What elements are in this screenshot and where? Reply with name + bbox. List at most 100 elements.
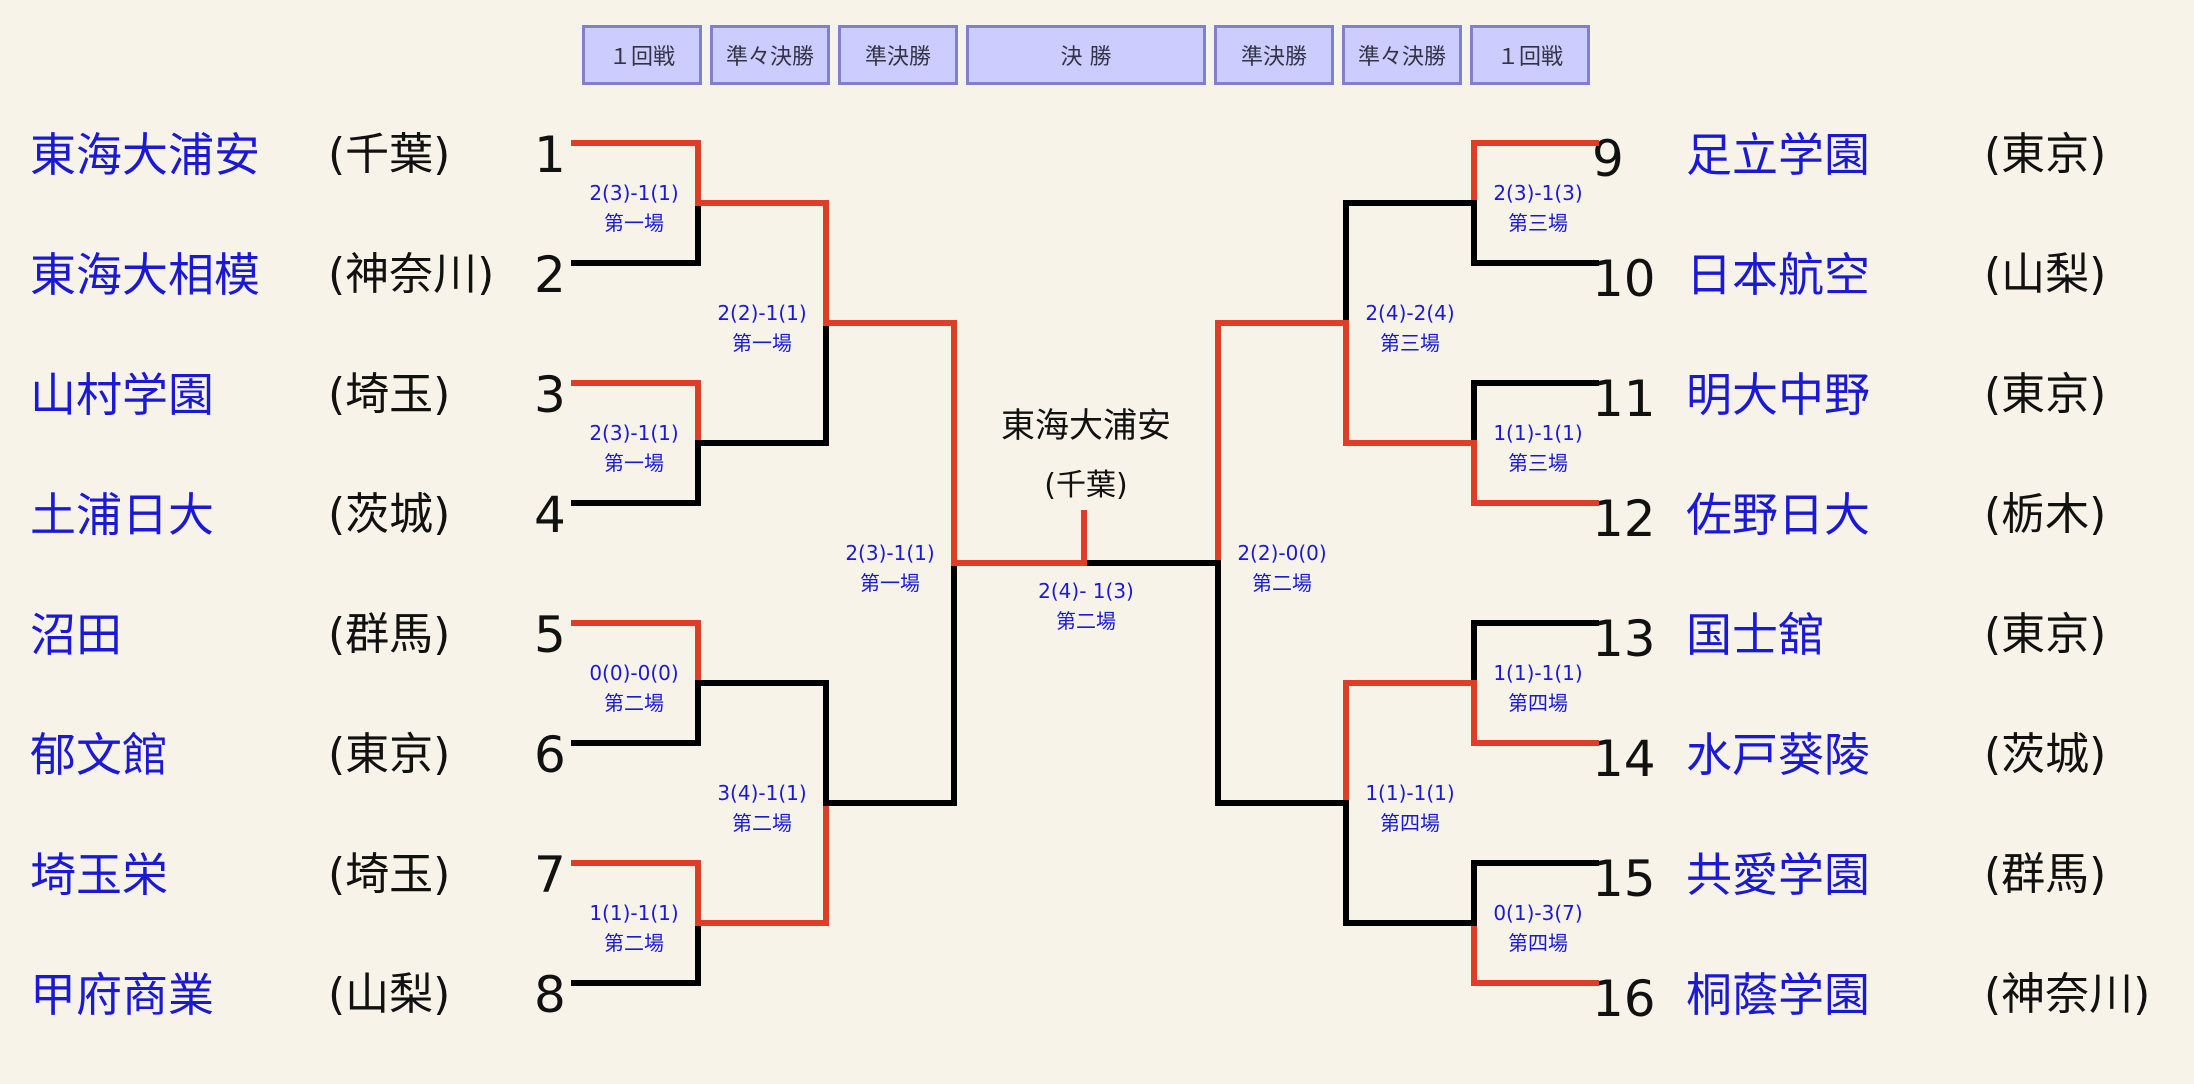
score-value: 2(2)-0(0): [1237, 541, 1327, 565]
team-name-1[interactable]: 東海大浦安: [30, 128, 260, 182]
score-value: 1(1)-1(1): [1493, 421, 1583, 445]
score-venue: 第四場: [1508, 931, 1568, 955]
seed-6: 6: [534, 726, 566, 784]
team-name-10[interactable]: 日本航空: [1686, 248, 1870, 302]
seed-3: 3: [534, 366, 566, 424]
score-value: 1(1)-1(1): [589, 901, 679, 925]
score-venue: 第二場: [604, 691, 664, 715]
score-right-r1-m1: 2(3)-1(3) 第三場: [1468, 178, 1608, 238]
seed-8: 8: [534, 966, 566, 1024]
score-venue: 第四場: [1380, 811, 1440, 835]
score-value: 2(4)-2(4): [1365, 301, 1455, 325]
team-name-15[interactable]: 共愛学園: [1686, 848, 1870, 902]
team-pref-15: (群馬): [1984, 849, 2107, 900]
seed-10: 10: [1592, 250, 1656, 308]
seed-13: 13: [1592, 610, 1656, 668]
seed-4: 4: [534, 486, 566, 544]
score-right-r1-m4: 0(1)-3(7) 第四場: [1468, 898, 1608, 958]
score-left-r1-m4: 1(1)-1(1) 第二場: [564, 898, 704, 958]
score-right-r1-m3: 1(1)-1(1) 第四場: [1468, 658, 1608, 718]
score-value: 2(4)- 1(3): [1038, 579, 1134, 603]
score-value: 2(3)-1(1): [589, 421, 679, 445]
team-pref-10: (山梨): [1984, 249, 2107, 300]
round-header-qf-right[interactable]: 準々決勝: [1342, 25, 1462, 85]
seed-14: 14: [1592, 730, 1656, 788]
score-left-r3-m1: 2(3)-1(1) 第一場: [820, 538, 960, 598]
score-venue: 第二場: [1252, 571, 1312, 595]
team-pref-6: (東京): [328, 729, 451, 780]
team-name-3[interactable]: 山村学園: [30, 368, 214, 422]
team-name-9[interactable]: 足立学園: [1686, 128, 1870, 182]
round-header-qf-left[interactable]: 準々決勝: [710, 25, 830, 85]
round-header-1st-right[interactable]: １回戦: [1470, 25, 1590, 85]
score-venue: 第二場: [732, 811, 792, 835]
round-header-sf-left[interactable]: 準決勝: [838, 25, 958, 85]
score-value: 2(3)-1(1): [845, 541, 935, 565]
score-right-r3-m1: 2(2)-0(0) 第二場: [1212, 538, 1352, 598]
team-pref-3: (埼玉): [328, 369, 451, 420]
champion-pref: (千葉): [1044, 468, 1128, 503]
seed-11: 11: [1592, 370, 1656, 428]
team-name-16[interactable]: 桐蔭学園: [1686, 968, 1870, 1022]
round-header-sf-right[interactable]: 準決勝: [1214, 25, 1334, 85]
team-name-14[interactable]: 水戸葵陵: [1686, 728, 1870, 782]
team-name-12[interactable]: 佐野日大: [1686, 488, 1870, 542]
team-name-2[interactable]: 東海大相模: [30, 248, 260, 302]
team-pref-12: (栃木): [1984, 489, 2107, 540]
team-pref-2: (神奈川): [328, 249, 495, 300]
team-name-13[interactable]: 国士舘: [1686, 608, 1824, 662]
score-venue: 第二場: [1056, 609, 1116, 633]
team-pref-8: (山梨): [328, 969, 451, 1020]
seed-2: 2: [534, 246, 566, 304]
team-pref-5: (群馬): [328, 609, 451, 660]
score-left-r1-m1: 2(3)-1(1) 第一場: [564, 178, 704, 238]
team-name-7[interactable]: 埼玉栄: [30, 848, 168, 902]
score-venue: 第二場: [604, 931, 664, 955]
team-pref-16: (神奈川): [1984, 969, 2151, 1020]
team-pref-14: (茨城): [1984, 729, 2107, 780]
score-value: 1(1)-1(1): [1493, 661, 1583, 685]
team-name-6[interactable]: 郁文館: [30, 728, 168, 782]
team-name-8[interactable]: 甲府商業: [30, 968, 214, 1022]
score-left-r2-m2: 3(4)-1(1) 第二場: [692, 778, 832, 838]
score-venue: 第四場: [1508, 691, 1568, 715]
score-value: 0(1)-3(7): [1493, 901, 1583, 925]
team-pref-1: (千葉): [328, 129, 451, 180]
score-value: 2(3)-1(1): [589, 181, 679, 205]
team-pref-9: (東京): [1984, 129, 2107, 180]
score-value: 2(3)-1(3): [1493, 181, 1583, 205]
score-left-r1-m3: 0(0)-0(0) 第二場: [564, 658, 704, 718]
score-venue: 第一場: [604, 211, 664, 235]
seed-5: 5: [534, 606, 566, 664]
score-venue: 第一場: [604, 451, 664, 475]
score-venue: 第三場: [1508, 211, 1568, 235]
score-right-r2-m1: 2(4)-2(4) 第三場: [1340, 298, 1480, 358]
team-pref-11: (東京): [1984, 369, 2107, 420]
seed-15: 15: [1592, 850, 1656, 908]
score-venue: 第三場: [1380, 331, 1440, 355]
round-header-final[interactable]: 決 勝: [966, 25, 1206, 85]
score-venue: 第一場: [860, 571, 920, 595]
team-pref-4: (茨城): [328, 489, 451, 540]
seed-12: 12: [1592, 490, 1656, 548]
seed-1: 1: [534, 126, 566, 184]
score-final: 2(4)- 1(3) 第二場: [1016, 576, 1156, 636]
seed-16: 16: [1592, 970, 1656, 1028]
score-value: 1(1)-1(1): [1365, 781, 1455, 805]
score-right-r1-m2: 1(1)-1(1) 第三場: [1468, 418, 1608, 478]
score-venue: 第三場: [1508, 451, 1568, 475]
team-name-11[interactable]: 明大中野: [1686, 368, 1870, 422]
score-right-r2-m2: 1(1)-1(1) 第四場: [1340, 778, 1480, 838]
team-pref-13: (東京): [1984, 609, 2107, 660]
score-venue: 第一場: [732, 331, 792, 355]
round-header-1st-left[interactable]: １回戦: [582, 25, 702, 85]
score-value: 2(2)-1(1): [717, 301, 807, 325]
score-left-r1-m2: 2(3)-1(1) 第一場: [564, 418, 704, 478]
seed-7: 7: [534, 846, 566, 904]
team-name-4[interactable]: 土浦日大: [30, 488, 214, 542]
champion-name: 東海大浦安: [1001, 406, 1171, 446]
team-name-5[interactable]: 沼田: [30, 608, 122, 662]
score-value: 0(0)-0(0): [589, 661, 679, 685]
team-pref-7: (埼玉): [328, 849, 451, 900]
